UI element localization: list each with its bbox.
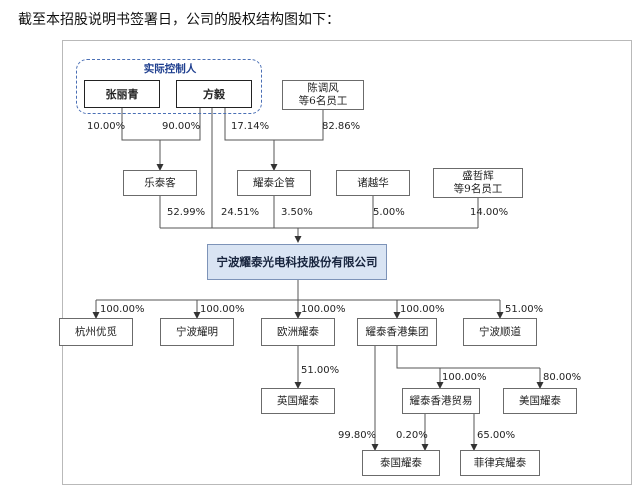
pct-fang-qiguan: 17.14% <box>231 121 270 132</box>
node-ouzhou: 欧洲耀泰 <box>261 318 335 346</box>
pct-hkgroup-hktrade: 100.00% <box>442 372 487 383</box>
node-feilvbin: 菲律宾耀泰 <box>460 450 540 476</box>
pct-hkgroup-meiguo: 80.00% <box>543 372 582 383</box>
pct-hktrade-taiguo: 0.20% <box>396 430 428 441</box>
node-yaotai-qiguan: 耀泰企管 <box>237 170 311 196</box>
pct-fang-letaike: 90.00% <box>162 121 201 132</box>
pct-zhang-letaike: 10.00% <box>87 121 126 132</box>
node-sheng: 盛哲辉 等9名员工 <box>433 168 523 198</box>
pct-co-hangzhou: 100.00% <box>100 304 145 315</box>
edge-fang-qiguan <box>224 108 278 171</box>
actual-controller-group <box>76 59 262 114</box>
pct-sheng-co: 14.00% <box>470 207 509 218</box>
node-company: 宁波耀泰光电科技股份有限公司 <box>207 244 387 280</box>
pct-hktrade-feilvbin: 65.00% <box>477 430 516 441</box>
pct-co-hkgroup: 100.00% <box>400 304 445 315</box>
pct-co-shunyuan: 51.00% <box>505 304 544 315</box>
node-letaike: 乐泰客 <box>123 170 197 196</box>
pct-letaike-co: 52.99% <box>167 207 206 218</box>
node-ningbo-shunyuan: 宁波顺道 <box>463 318 537 346</box>
actual-controller-label: 实际控制人 <box>143 63 197 75</box>
pct-fang-co: 24.51% <box>221 207 260 218</box>
intro-text: 截至本招股说明书签署日，公司的股权结构图如下： <box>18 12 340 28</box>
node-yingguo: 英国耀泰 <box>261 388 335 414</box>
pct-co-ouzhou: 100.00% <box>301 304 346 315</box>
pct-ouzhou-yingguo: 51.00% <box>301 365 340 376</box>
pct-hkgroup-taiguo: 99.80% <box>338 430 377 441</box>
pct-qiguan-co: 3.50% <box>281 207 313 218</box>
edge-chen-qiguan <box>274 110 324 141</box>
node-fang: 方毅 <box>176 80 252 108</box>
node-zhang: 张丽青 <box>84 80 160 108</box>
node-zhuyuehua: 诸越华 <box>336 170 410 196</box>
node-hangzhou: 杭州优觅 <box>59 318 133 346</box>
node-ningbo-yaoming: 宁波耀明 <box>160 318 234 346</box>
diagram-frame <box>62 40 632 485</box>
edge-fang-letaike <box>160 108 201 141</box>
node-hk-group: 耀泰香港集团 <box>357 318 437 346</box>
node-chen: 陈调风 等6名员工 <box>282 80 364 110</box>
edge-zhang-letaike <box>121 108 164 171</box>
pct-co-yaoming: 100.00% <box>200 304 245 315</box>
pct-zhuyuehua-co: 5.00% <box>373 207 405 218</box>
node-hk-trade: 耀泰香港贸易 <box>402 388 480 414</box>
edge-hkgroup-split <box>396 346 540 369</box>
pct-chen-qiguan: 82.86% <box>322 121 361 132</box>
node-taiguo: 泰国耀泰 <box>362 450 440 476</box>
node-meiguo: 美国耀泰 <box>503 388 577 414</box>
